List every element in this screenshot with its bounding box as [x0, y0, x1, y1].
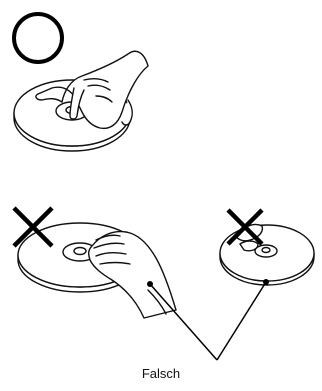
wrong-handling-right-panel — [219, 208, 315, 286]
pointer-line-right — [216, 281, 267, 361]
hand-left — [87, 230, 177, 319]
correct-handling-panel — [12, 12, 149, 152]
wrong-handling-left-panel — [12, 206, 177, 319]
x-icon-right — [226, 208, 264, 246]
x-icon-left — [12, 206, 54, 248]
disc-right — [219, 224, 315, 286]
correct-circle-icon — [12, 12, 64, 64]
caption-pointers — [147, 279, 269, 361]
wrong-caption: Falsch — [141, 366, 181, 381]
pointer-line-left — [149, 283, 218, 361]
hand-top — [35, 50, 149, 130]
